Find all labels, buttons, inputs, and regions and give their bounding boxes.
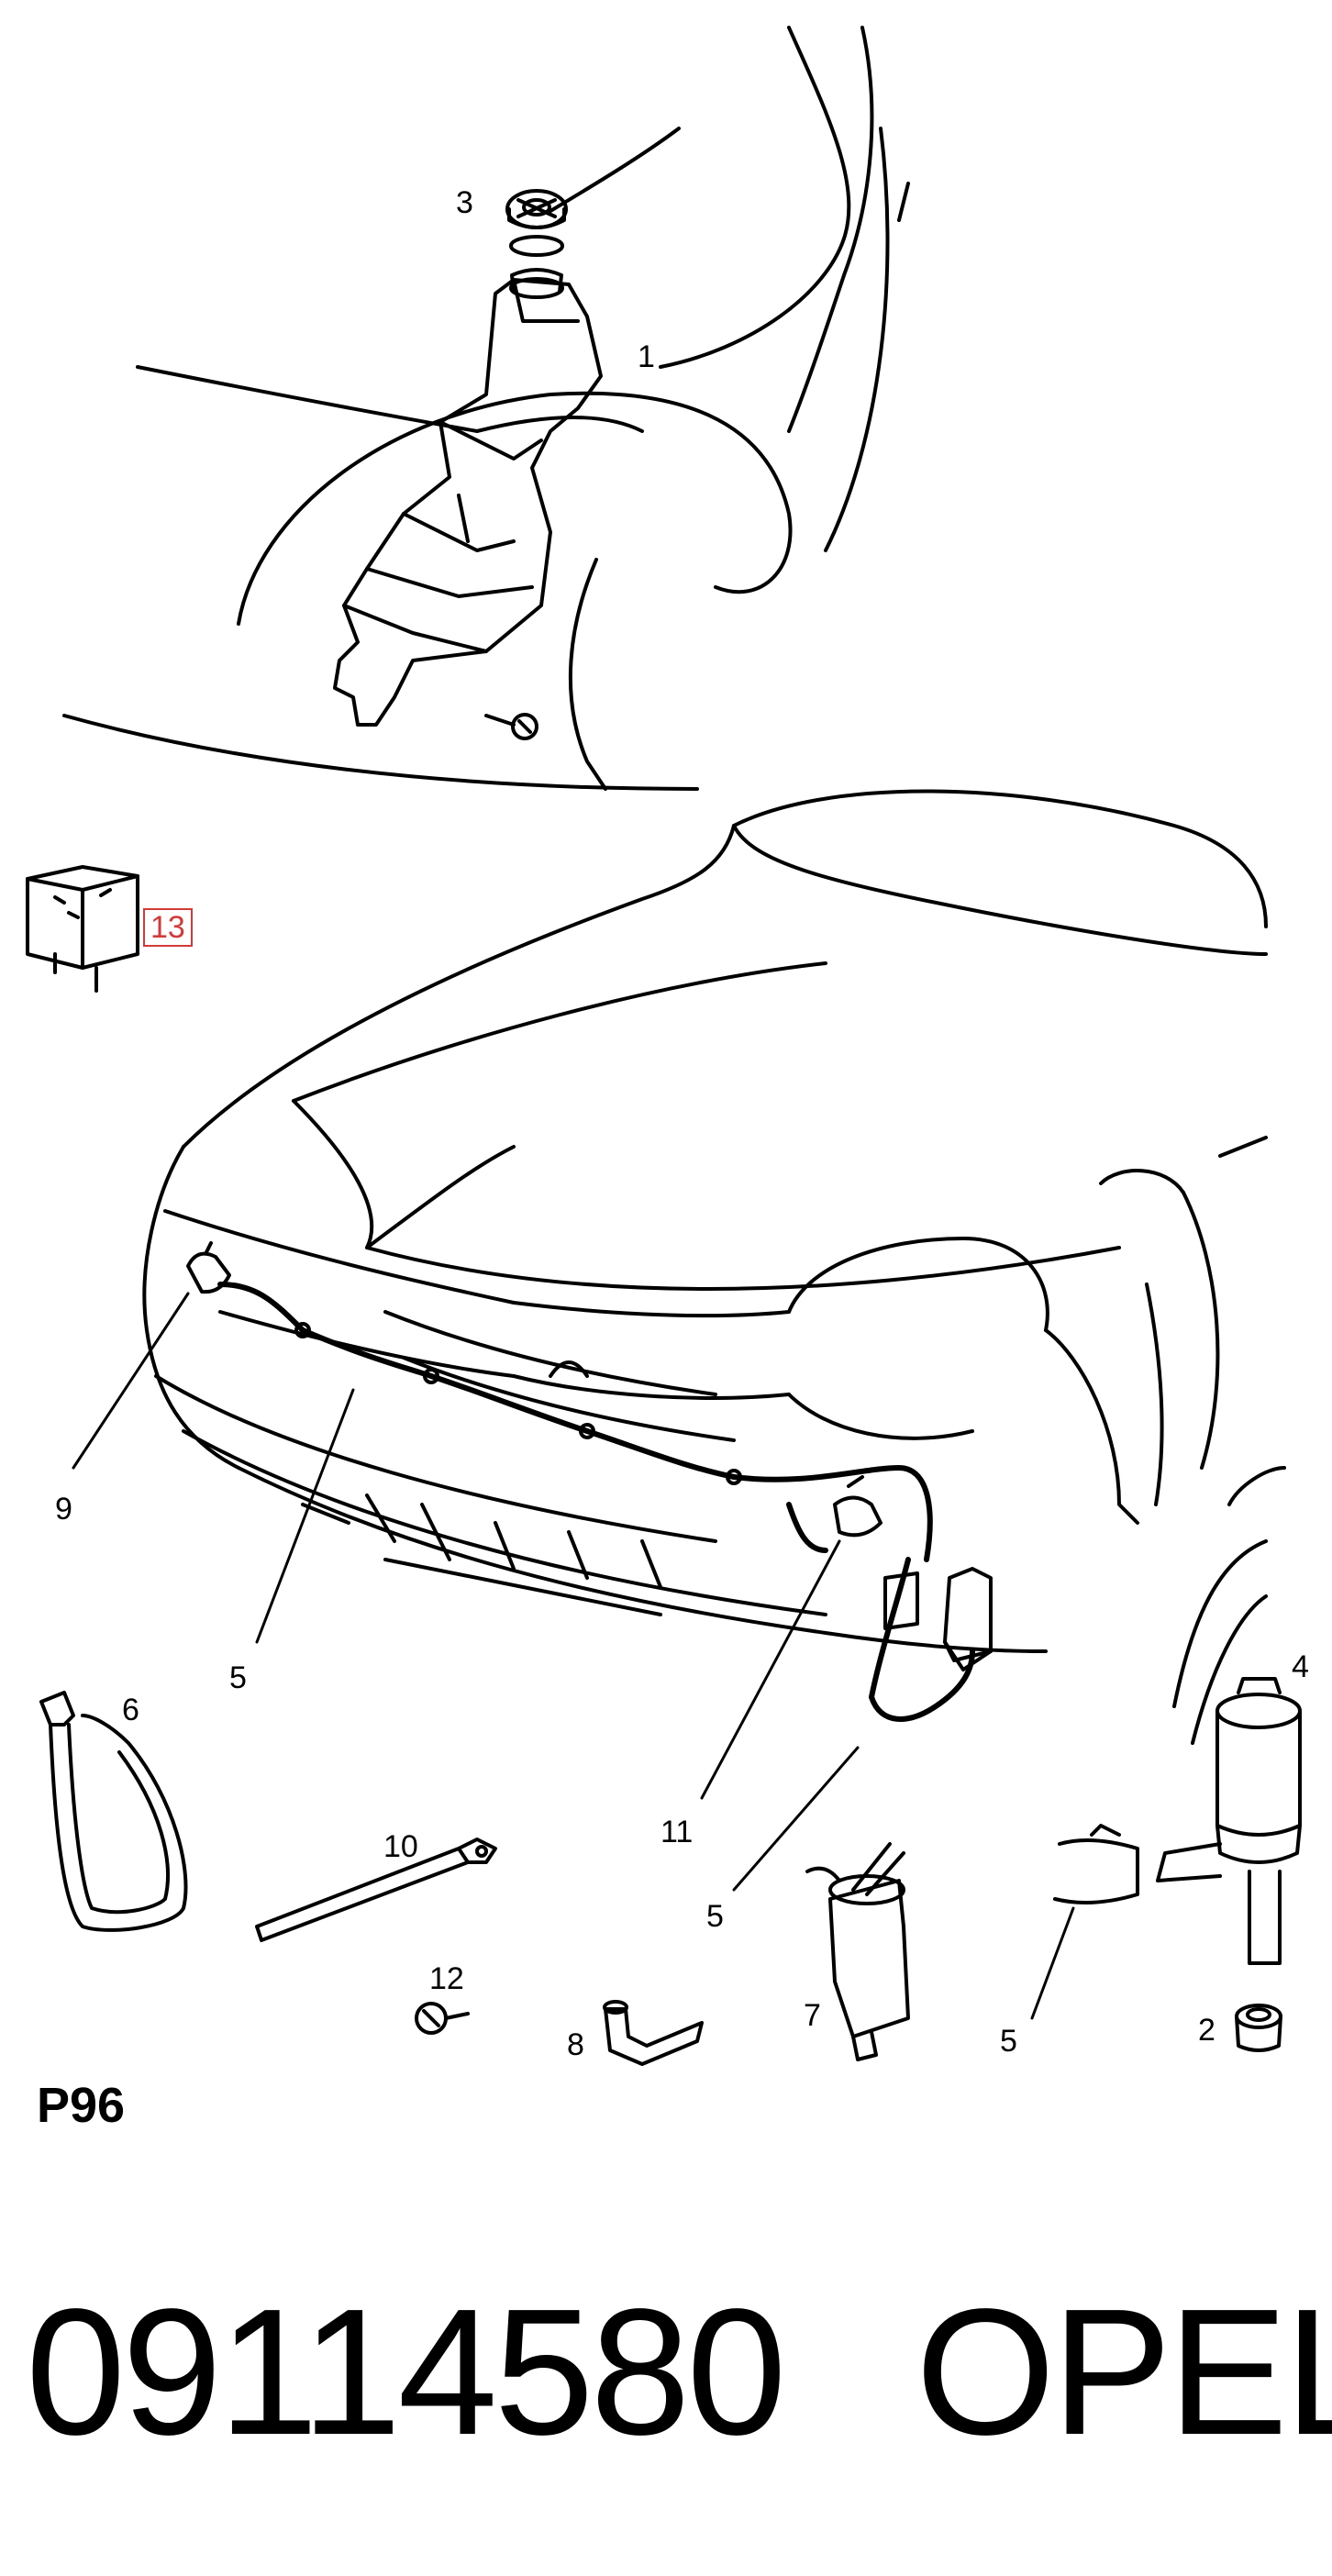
callout-5-hose-middle: 5 (706, 1899, 724, 1934)
callout-5-hose-left: 5 (229, 1660, 247, 1695)
mounted-pump (883, 1567, 993, 1671)
cable-tie-part-6 (39, 1691, 188, 1932)
page-code: P96 (37, 2078, 126, 2133)
cable-strap-part-10 (255, 1838, 497, 1942)
leader-lines (72, 1292, 1075, 2020)
brand-name: OPEL (916, 2271, 1332, 2472)
callout-4: 4 (1292, 1649, 1309, 1684)
callout-9: 9 (55, 1492, 72, 1527)
callout-1: 1 (638, 339, 655, 374)
washer-nozzle-part-11 (833, 1475, 882, 1538)
car-front-outline (142, 789, 1286, 1745)
callout-5-hose-right: 5 (1000, 2024, 1017, 2059)
callout-3: 3 (456, 185, 473, 220)
part-number: 09114580 (26, 2271, 786, 2472)
grommet-part-2 (1235, 2004, 1282, 2052)
washer-nozzle-part-9 (186, 1241, 231, 1294)
reservoir-screw (484, 713, 538, 740)
fender-outline (62, 26, 910, 791)
elbow-connector-part-8 (603, 2000, 704, 2066)
callout-12: 12 (429, 1961, 464, 1996)
hose-clips (294, 1322, 742, 1485)
hose-piece-part-5 (1053, 1824, 1139, 1904)
callout-6: 6 (122, 1693, 139, 1727)
callout-13: 13 (143, 908, 193, 947)
washer-pump-part-4 (1156, 1677, 1302, 1965)
callout-7: 7 (804, 1998, 821, 2033)
washer-hose-part-5 (217, 1282, 975, 1722)
washer-pump-part-7 (805, 1842, 910, 2061)
footer: 09114580 OPEL (26, 2271, 1332, 2472)
screw-part-12 (415, 2002, 470, 2035)
callout-8: 8 (567, 2027, 584, 2062)
callout-10: 10 (383, 1829, 418, 1864)
callout-11: 11 (660, 1815, 694, 1849)
relay-part-13 (26, 865, 139, 993)
callout-2: 2 (1198, 2013, 1215, 2048)
washer-reservoir (333, 268, 603, 727)
reservoir-cap-part-3 (505, 189, 568, 257)
